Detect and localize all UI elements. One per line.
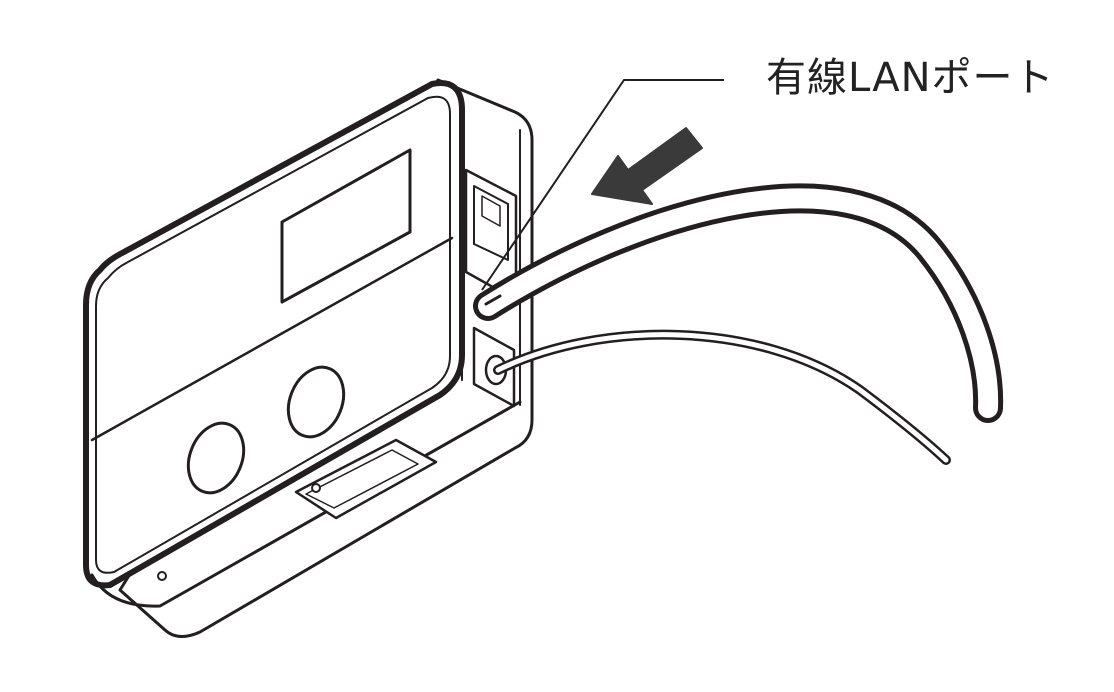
arrow-left-down-icon: [591, 127, 703, 205]
device-bottom-clip-inner: [305, 449, 419, 509]
power-cable-body: [495, 332, 949, 463]
lan-port-latch: [481, 195, 501, 227]
lan-cable-body: [478, 188, 999, 418]
device-bottom-edge: [90, 400, 522, 608]
power-cable-outline: [493, 329, 951, 465]
device-panel-split: [90, 236, 454, 442]
round-button-right: [286, 365, 346, 439]
display-window: [280, 148, 412, 304]
router-device: [83, 78, 534, 638]
clip-screw: [311, 483, 321, 493]
round-button-left: [186, 421, 246, 495]
callout-leader: [481, 79, 724, 291]
cables: [473, 183, 1004, 465]
lan-cable-plug: [484, 294, 502, 306]
lan-port-label: 有線LANポート: [766, 55, 1055, 101]
bottom-screw: [157, 571, 167, 581]
device-bottom-clip: [294, 438, 438, 520]
